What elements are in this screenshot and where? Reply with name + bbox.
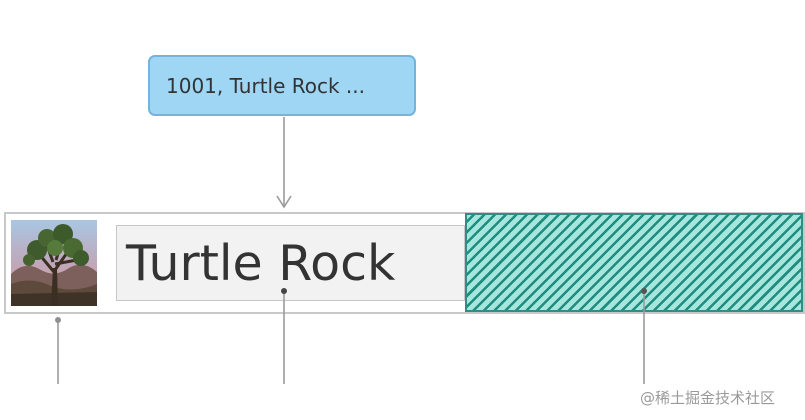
landmark-callout: 1001, Turtle Rock ... [148,55,416,116]
callout-arrowhead [276,195,292,209]
spacer-pointer-dot [641,288,647,294]
watermark: @稀土掘金技术社区 [640,389,776,407]
image-pointer-dot [55,317,61,323]
text-pointer-dot [281,288,287,294]
landmark-image [11,220,97,306]
landmark-name-text: Turtle Rock [116,225,465,301]
spacer-region [465,213,803,312]
landmark-name-label: Turtle Rock [126,234,396,292]
joshua-tree-icon [11,220,97,306]
callout-text: 1001, Turtle Rock ... [166,73,365,98]
